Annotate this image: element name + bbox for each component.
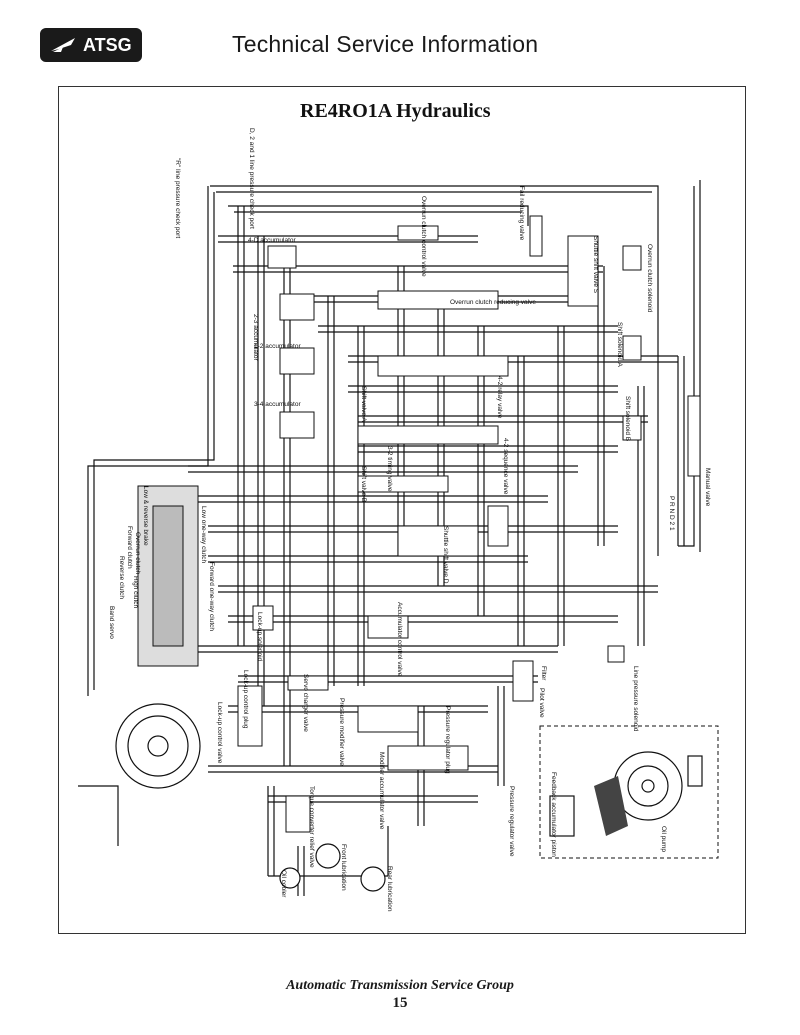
label-acc-12: 1-2 accumulator xyxy=(254,343,301,350)
atsg-logo: ATSG xyxy=(40,28,142,62)
label-torque-relief: Torque converter relief valve xyxy=(308,786,315,868)
label-pressure-modifier: Pressure modifier valve xyxy=(338,698,345,766)
label-high-clutch: High clutch xyxy=(132,576,139,609)
label-sequence-42: 4-2 sequence valve xyxy=(502,438,509,495)
label-low-reverse: Low & reverse brake xyxy=(142,486,149,546)
label-d21-port: D, 2 and 1 line pressure check port xyxy=(248,128,255,229)
label-forward-oneway: Forward one-way clutch xyxy=(208,562,215,631)
diagram-title: RE4RO1A Hydraulics xyxy=(300,100,491,122)
logo-text: ATSG xyxy=(83,34,132,55)
label-reverse-clutch: Reverse clutch xyxy=(118,556,125,599)
label-acc-34: 3-4 accumulator xyxy=(254,401,301,408)
label-fail-reducing: Fail reducing valve xyxy=(518,186,525,241)
diagram-frame xyxy=(58,86,746,934)
label-shift-sol-a: Shift solenoid A xyxy=(616,322,623,367)
label-manual-valve: Manual valve xyxy=(704,468,711,507)
label-overrun-clutch: Overrun clutch xyxy=(134,532,141,575)
label-shift-valve-a: Shift valve A xyxy=(360,386,367,422)
label-modifier-acc: Modifier accumulator valve xyxy=(378,752,385,830)
label-shift-sol-b: Shift solenoid B xyxy=(624,396,631,441)
label-prnd21: P R N D 2 1 xyxy=(668,496,675,531)
label-relay-42: 4-2 relay valve xyxy=(496,376,503,419)
hydraulic-schematic xyxy=(78,180,719,896)
label-oil-cooler: Oil cooler xyxy=(280,870,287,898)
label-feedback-acc: Feedback accumulator piston xyxy=(550,772,557,857)
label-lockup-plug: Lock-up control plug xyxy=(242,670,249,729)
label-shuttle-d: Shuttle shift valve D xyxy=(442,526,449,584)
label-front-lube: Front lubrication xyxy=(340,844,347,891)
label-timing-32: 3-2 timing valve xyxy=(386,446,393,492)
label-band-servo: Band servo xyxy=(108,606,115,639)
label-overrun-control: Overrun clutch control valve xyxy=(420,196,427,277)
page-number: 15 xyxy=(392,995,408,1011)
label-rear-lube: Rear lubrication xyxy=(386,866,393,912)
schematic-labels: "R" line pressure check port D, 2 and 1 … xyxy=(108,128,711,912)
label-lockup-solenoid: Lock-up solenoid xyxy=(256,612,263,662)
label-shuttle-s: Shuttle shift valve S xyxy=(592,236,599,294)
label-acc-23: 2-3 accumulator xyxy=(252,314,259,361)
label-pressure-reg-plug: Pressure regulator plug xyxy=(444,706,451,774)
label-lockup-valve: Lock-up control valve xyxy=(216,702,223,764)
label-r-port: "R" line pressure check port xyxy=(174,158,181,238)
label-low-oneway: Low one-way clutch xyxy=(200,506,207,563)
airplane-icon xyxy=(43,31,83,59)
label-forward-clutch: Forward clutch xyxy=(126,526,133,569)
label-line-pressure-sol: Line pressure solenoid xyxy=(632,666,639,732)
footer-organization: Automatic Transmission Service Group xyxy=(286,978,514,993)
label-oil-pump: Oil pump xyxy=(660,826,667,852)
label-servo-charger: Servo charger valve xyxy=(302,674,309,732)
label-filter: Filter xyxy=(540,666,547,681)
label-overrun-reducing: Overrun clutch reducing valve xyxy=(450,299,536,306)
label-shift-valve-b: Shift valve B xyxy=(360,466,367,502)
label-acc-4d: 4-D accumulator xyxy=(248,237,297,244)
label-acc-control: Accumulator control valve xyxy=(396,602,403,677)
label-pressure-regulator: Pressure regulator valve xyxy=(508,786,515,857)
label-pilot-valve: Pilot valve xyxy=(538,688,545,718)
page-header-title: Technical Service Information xyxy=(232,31,539,57)
label-overrun-solenoid: Overrun clutch solenoid xyxy=(646,244,653,313)
